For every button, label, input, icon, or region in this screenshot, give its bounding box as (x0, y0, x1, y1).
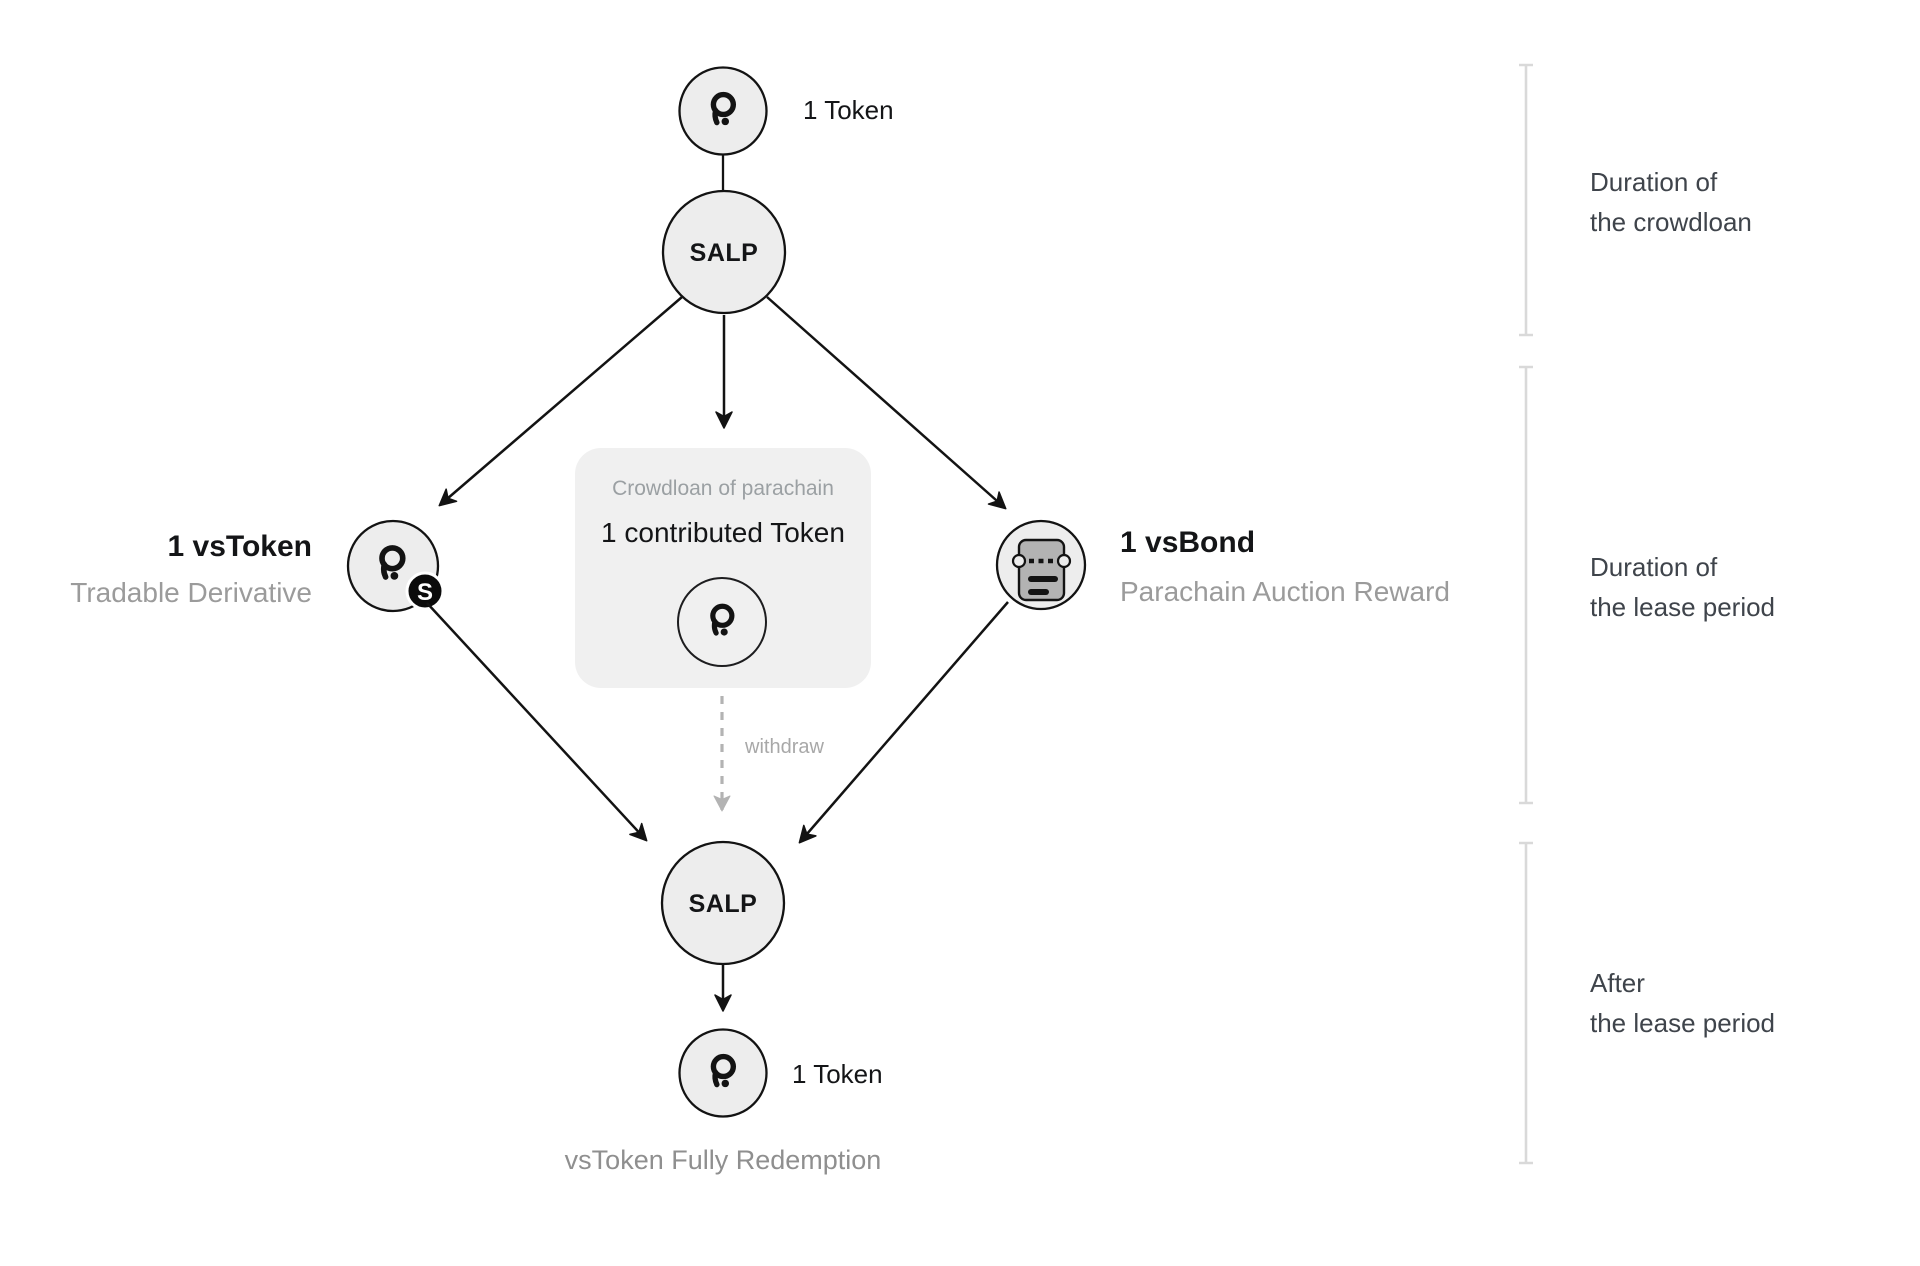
vstoken-title: 1 vsToken (167, 530, 312, 563)
bracket-crowdloan-period (1519, 63, 1533, 337)
arrow-vsbond-to-salp (798, 601, 1009, 844)
top-token-node (678, 66, 768, 156)
vsbond-node (995, 519, 1087, 611)
phase-label-crowdloan: Duration of the crowdloan (1590, 162, 1752, 242)
crowdloan-box (575, 448, 871, 688)
bottom-token-node (678, 1028, 768, 1118)
salp-bottom-label: SALP (688, 890, 758, 918)
phase-line: Duration of (1590, 552, 1718, 582)
phase-label-after-lease: After the lease period (1590, 963, 1775, 1043)
vsbond-title: 1 vsBond (1120, 526, 1256, 559)
vstoken-node: S (346, 519, 445, 613)
vsbond-subtitle: Parachain Auction Reward (1120, 576, 1450, 607)
top-token-label: 1 Token (803, 95, 894, 125)
bracket-after-lease (1519, 841, 1533, 1165)
bottom-token-label: 1 Token (792, 1059, 883, 1089)
arrow-salp-to-vsbond (766, 296, 1007, 510)
svg-text:S: S (417, 579, 433, 606)
phase-line: After (1590, 968, 1645, 998)
crowdloan-token-node (677, 577, 767, 667)
phase-line: the lease period (1590, 592, 1776, 622)
salp-top-label: SALP (689, 239, 759, 267)
vstoken-subtitle: Tradable Derivative (70, 577, 312, 608)
bond-ticket-icon (1011, 538, 1072, 602)
arrow-vstoken-to-salp (426, 602, 648, 842)
crowdloan-box-main: 1 contributed Token (601, 517, 845, 548)
s-badge-icon: S (405, 571, 445, 611)
arrow-salp-to-vstoken (438, 296, 683, 507)
salp-bottom-node (660, 840, 786, 966)
bottom-caption: vsToken Fully Redemption (564, 1145, 882, 1175)
phase-line: the crowdloan (1590, 207, 1752, 237)
phase-line: the lease period (1590, 1008, 1776, 1038)
withdraw-label: withdraw (745, 736, 824, 758)
crowdloan-box-heading: Crowdloan of parachain (612, 477, 834, 500)
phase-line: Duration of (1590, 167, 1718, 197)
salp-top-node (661, 189, 787, 315)
bracket-lease-period (1519, 365, 1533, 805)
phase-label-lease: Duration of the lease period (1590, 547, 1775, 627)
